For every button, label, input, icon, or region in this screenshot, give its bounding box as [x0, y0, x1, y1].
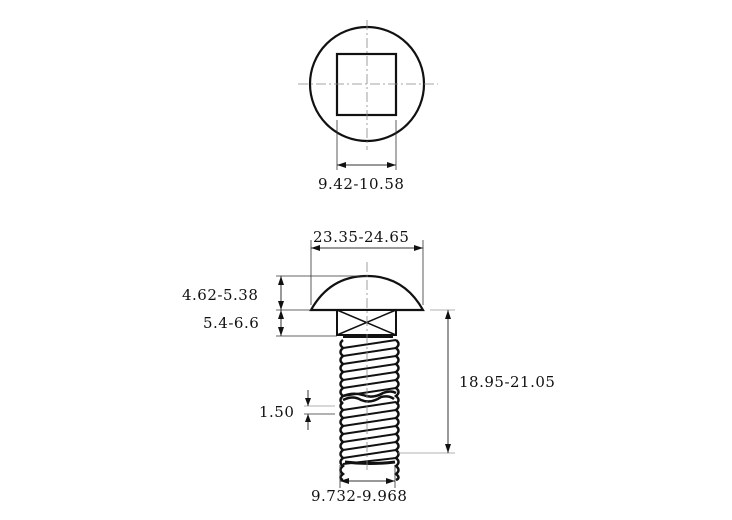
dim-thread-pitch: 1.50 [259, 403, 295, 421]
dim-thread-diameter: 9.732-9.968 [311, 487, 408, 505]
dim-head-height: 4.62-5.38 [182, 286, 259, 304]
top-view [298, 20, 438, 170]
thread-upper [339, 336, 400, 405]
dim-head-diameter: 23.35-24.65 [313, 228, 410, 246]
thread-lower [339, 395, 400, 482]
dim-square-width: 9.42-10.58 [318, 175, 405, 193]
square-neck-outline [335, 52, 398, 117]
dim-neck-height: 5.4-6.6 [203, 314, 260, 332]
dim-length: 18.95-21.05 [459, 373, 556, 391]
side-view [276, 240, 455, 488]
